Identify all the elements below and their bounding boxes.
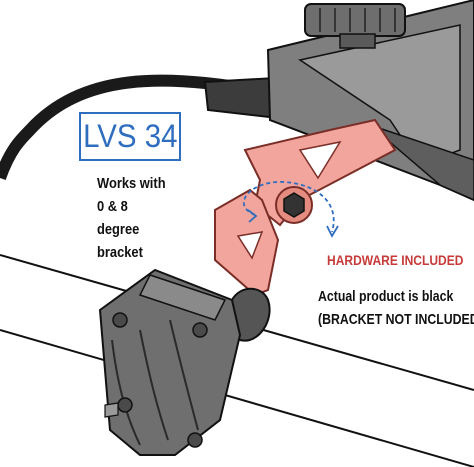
rotation-arrow [242,181,335,233]
clamp-rib-2 [139,329,169,441]
threaded-stud [104,402,119,418]
rotation-arrow-tail [247,209,258,223]
actual-product-note: Actual product is black [318,288,454,305]
clamp-bolt-2 [192,322,208,338]
knob-ridges [319,8,396,32]
cable-collar [203,76,280,120]
model-label-box: LVS 34 [79,112,181,161]
clamp-bolt-3 [117,397,133,413]
hex-bolt [283,192,305,218]
transducer-lower [369,124,474,201]
bracket-notch [236,231,264,260]
bracket-not-included-note: (BRACKET NOT INCLUDED) [318,311,474,328]
compatibility-note: Works with 0 & 8 degree bracket [97,172,187,264]
rotation-arrow-head [326,225,339,238]
compatibility-line: degree [97,221,140,238]
clamp-top [138,274,227,321]
model-name: LVS 34 [82,118,178,154]
clamp-bolt-1 [112,312,128,328]
compatibility-line: bracket [97,244,143,261]
knob-stem [339,33,376,49]
clamp-bolt-4 [187,432,203,448]
product-note: Actual product is black (BRACKET NOT INC… [318,285,474,331]
compatibility-line: Works with [97,175,166,192]
compatibility-line: 0 & 8 [97,198,128,215]
hardware-included-note: HARDWARE INCLUDED [327,252,464,268]
rail-bottom-edge [0,329,474,467]
bracket-arm-slot [298,140,342,180]
cable-end [0,125,35,181]
clamp-rib-3 [169,319,199,431]
